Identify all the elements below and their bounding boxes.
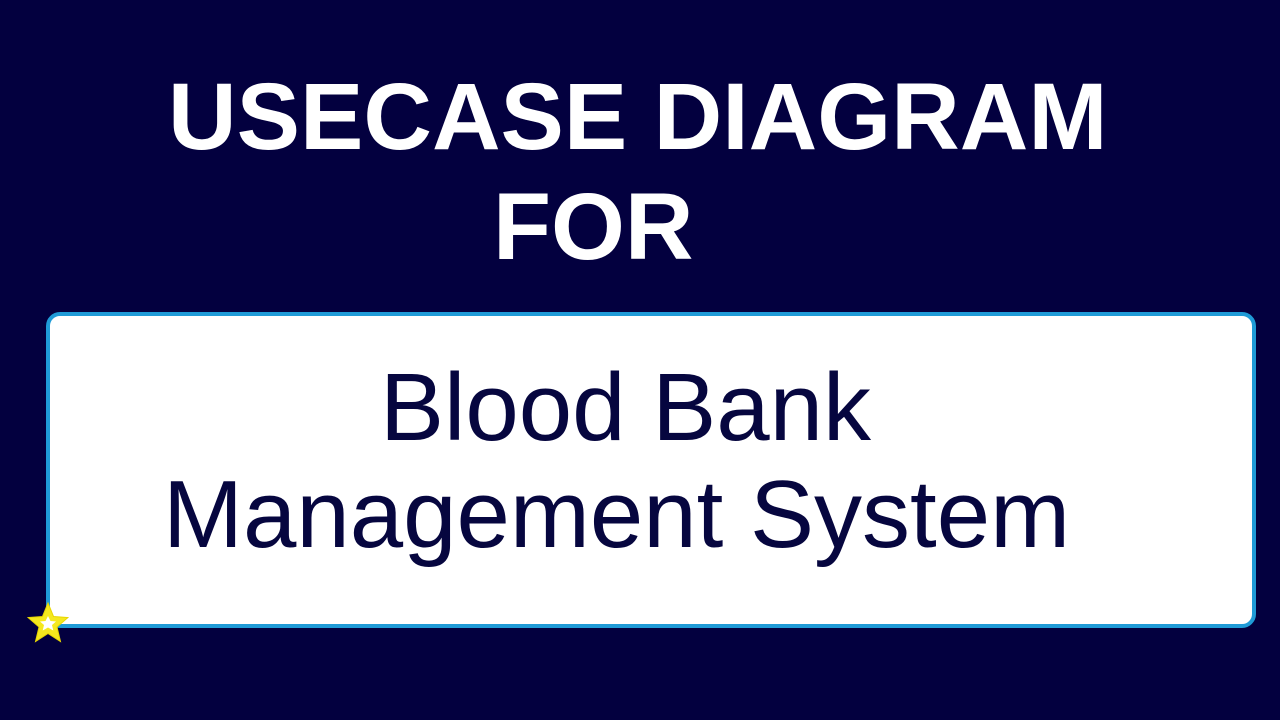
slide-title-line1: USECASE DIAGRAM bbox=[168, 64, 1108, 170]
subtitle-line1: Blood Bank bbox=[380, 354, 872, 461]
subtitle-line2: Management System bbox=[163, 461, 1071, 568]
subtitle-box bbox=[46, 312, 1256, 628]
slide-title-line2: FOR bbox=[493, 174, 694, 280]
star-icon bbox=[27, 602, 69, 643]
